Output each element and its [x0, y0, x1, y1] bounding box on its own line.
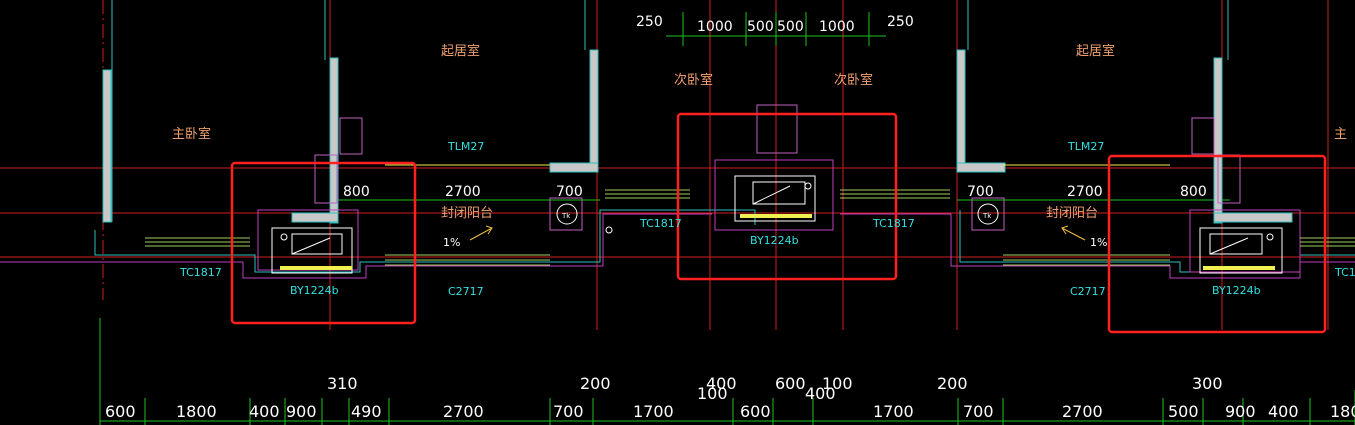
- room-label-living-left: 起居室: [441, 43, 480, 59]
- walls: [102, 49, 1293, 224]
- dim-text: 400: [805, 384, 836, 403]
- slope-label-right: 1%: [1090, 236, 1107, 249]
- bottom-dimension-texts: 600 1800 400 900 490 2700 700 1700 600 1…: [105, 402, 1355, 421]
- dim-text: 900: [286, 402, 317, 421]
- dim-text: 1700: [873, 402, 914, 421]
- dim-text: 250: [636, 14, 663, 30]
- dim-text: 100: [822, 374, 853, 393]
- dim-text: 200: [937, 374, 968, 393]
- dim-text: 1800: [176, 402, 217, 421]
- dim-text: 400: [1268, 402, 1299, 421]
- ac-unit-center: [734, 175, 816, 222]
- room-label-second-left: 次卧室: [674, 72, 713, 88]
- ac-label-center: BY1224b: [750, 234, 799, 247]
- highlight-boxes: [230, 112, 1327, 334]
- window-label-tc-left: TC1817: [179, 266, 222, 279]
- drain-icon: [605, 226, 613, 234]
- dim-text: 800: [343, 184, 370, 200]
- fan-right-icon: [977, 203, 999, 225]
- slope-arrows: [469, 225, 1086, 241]
- dim-text: 300: [1192, 374, 1223, 393]
- dim-text: 600: [775, 374, 806, 393]
- fan-label-left: Tk: [561, 212, 571, 220]
- highlight-box-left: [230, 161, 417, 325]
- dim-text: 2700: [1067, 184, 1103, 200]
- dim-text: 490: [351, 402, 382, 421]
- dim-text: 400: [249, 402, 280, 421]
- dim-text: 1700: [633, 402, 674, 421]
- dim-text: 900: [1225, 402, 1256, 421]
- highlight-box-center: [676, 112, 898, 281]
- window-label-c-left: C2717: [448, 285, 484, 298]
- dim-text: 700: [556, 184, 583, 200]
- highlight-box-right: [1107, 154, 1327, 334]
- room-label-second-right: 次卧室: [834, 72, 873, 88]
- dim-text: 600: [105, 402, 136, 421]
- dim-text: 600: [740, 402, 771, 421]
- room-label-balcony-left: 封闭阳台: [441, 206, 493, 221]
- dim-text: 310: [327, 374, 358, 393]
- room-label-living-right: 起居室: [1076, 43, 1115, 59]
- fan-left-icon: [556, 203, 578, 225]
- window-label-tc-right: TC1: [1334, 266, 1355, 279]
- dim-text: 800: [1180, 184, 1207, 200]
- dimension-lines: [99, 12, 1355, 425]
- fan-label-right: Tk: [982, 212, 992, 220]
- magenta-outlines: [0, 159, 1355, 279]
- dim-text: 250: [887, 14, 914, 30]
- dim-text: 2700: [443, 402, 484, 421]
- dim-text: 2700: [1062, 402, 1103, 421]
- slope-label-left: 1%: [443, 236, 460, 249]
- dim-text: 400: [706, 374, 737, 393]
- ac-label-right: BY1224b: [1212, 284, 1261, 297]
- dim-text: 2700: [445, 184, 481, 200]
- window-label-tc-center-right: TC1817: [872, 217, 915, 230]
- ac-unit-right: [1199, 227, 1283, 274]
- door-label-tlm-right: TLM27: [1067, 140, 1104, 153]
- door-label-tlm-left: TLM27: [447, 140, 484, 153]
- dim-text: 1000: [697, 19, 733, 35]
- ac-unit-left: [271, 227, 353, 274]
- room-label-balcony-right: 封闭阳台: [1046, 206, 1098, 221]
- dim-text: 500: [777, 19, 804, 35]
- dim-text: 700: [553, 402, 584, 421]
- dim-text: 700: [967, 184, 994, 200]
- ac-label-left: BY1224b: [290, 284, 339, 297]
- room-label-master-left: 主卧室: [172, 126, 211, 142]
- bottom-dimension-ticks: [144, 398, 1311, 425]
- room-label-master-right: 主: [1334, 127, 1347, 142]
- dim-text: 180: [1330, 402, 1355, 421]
- dim-text: 700: [963, 402, 994, 421]
- window-label-tc-center-left: TC1817: [639, 217, 682, 230]
- dim-text: 1000: [819, 19, 855, 35]
- dim-text: 500: [747, 19, 774, 35]
- window-label-c-right: C2717: [1070, 285, 1106, 298]
- windows: [145, 164, 1355, 266]
- dim-text: 100: [697, 384, 728, 403]
- dim-text: 500: [1168, 402, 1199, 421]
- dim-text: 200: [580, 374, 611, 393]
